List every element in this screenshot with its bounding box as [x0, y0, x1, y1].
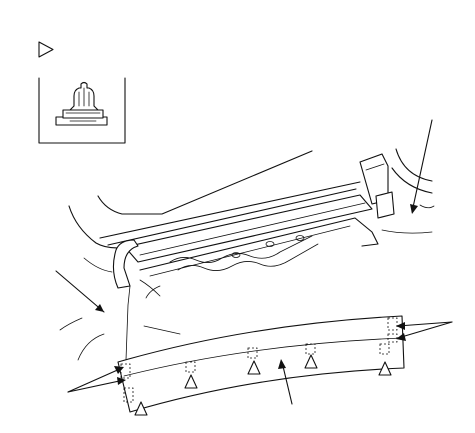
sill-assembly [124, 194, 379, 299]
clip-point-triangle-icon [378, 361, 392, 376]
body-panel-outline [68, 119, 435, 249]
clip-location-marks [120, 317, 398, 403]
clip-point-triangle-icon [134, 401, 148, 416]
side-sill-garnish [117, 315, 405, 416]
clip-point-triangle-icon [247, 360, 261, 375]
clip-detail-inset [38, 77, 126, 144]
clip-point-triangle-icon [304, 354, 318, 369]
open-triangle-icon [38, 41, 54, 58]
leader-arrows [67, 204, 453, 405]
push-clip-icon [55, 81, 108, 126]
front-pillar-bracket [83, 239, 139, 289]
rear-pillar-bracket [359, 153, 395, 219]
clip-point-triangle-icon [184, 374, 198, 389]
